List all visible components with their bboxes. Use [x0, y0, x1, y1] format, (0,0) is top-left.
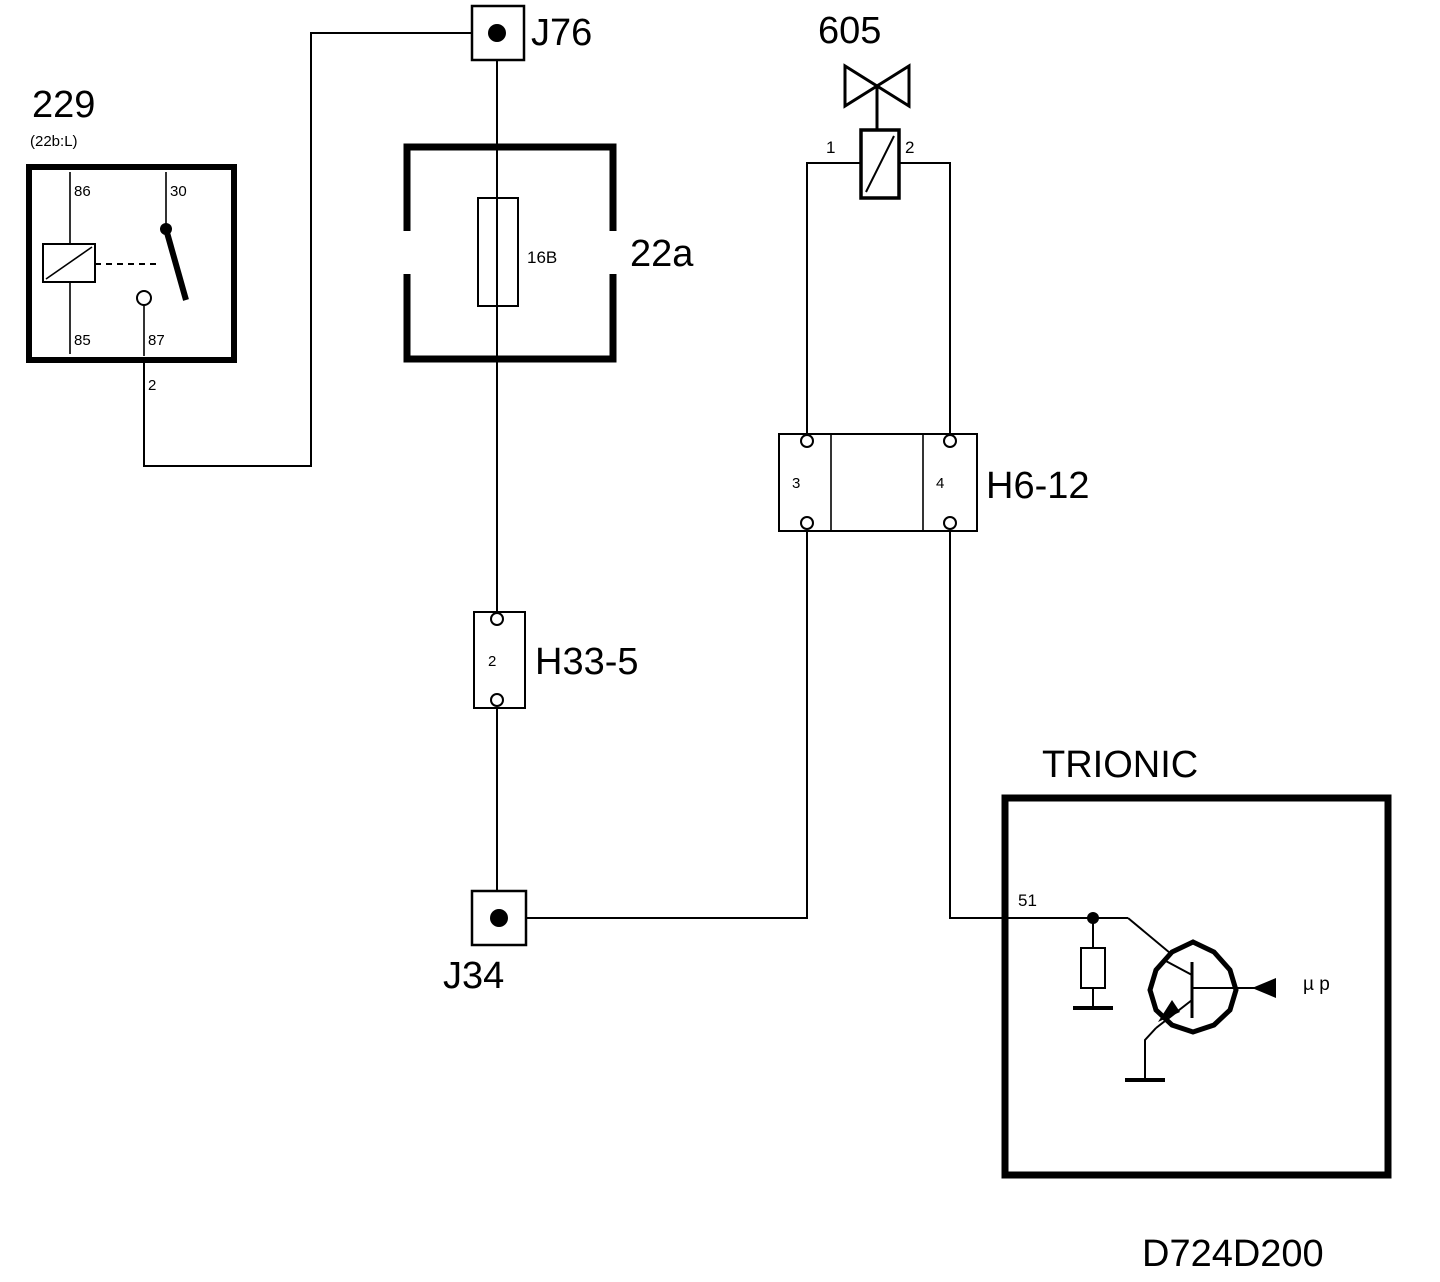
fuse-box-22a: 16B 22a [403, 143, 694, 363]
junction-j76: J76 [470, 4, 592, 62]
relay-contact-87-icon [136, 290, 152, 306]
trionic-emitter-arrow-icon [1158, 1000, 1180, 1022]
relay-pin-86: 86 [74, 183, 91, 200]
valve-605: 605 1 2 [818, 10, 914, 200]
relay-wire-pin-2: 2 [148, 377, 156, 394]
junction-j34-label: J34 [443, 955, 504, 997]
junction-j34: J34 [443, 889, 528, 997]
connector-h6-pin3-label: 3 [792, 475, 800, 492]
connector-h33-pin-bottom-icon [490, 693, 504, 707]
relay-pin-87: 87 [148, 332, 165, 349]
valve-left-triangle-icon [843, 63, 880, 109]
connector-h33-label: H33-5 [535, 641, 639, 683]
trionic-transistor-collector-inner [1163, 959, 1193, 976]
wire-j34-to-h6-pin3 [526, 530, 808, 919]
connector-h33-5: 2 H33-5 [473, 611, 639, 709]
valve-right-triangle-icon [874, 63, 911, 109]
relay-box [26, 164, 237, 363]
drawing-id-label: D724D200 [1142, 1233, 1324, 1275]
connector-h6-outer [778, 433, 978, 532]
fuse-box-22a-label: 22a [630, 233, 694, 275]
relay-pin-30: 30 [170, 183, 187, 200]
trionic-label: TRIONIC [1042, 744, 1198, 786]
valve-pin1-label: 1 [826, 138, 835, 157]
connector-h6-12: 3 4 H6-12 [778, 433, 1090, 532]
wire-valve-pin2-to-h6-pin4 [899, 162, 951, 434]
trionic-input-arrow-icon [1252, 978, 1276, 998]
valve-pin2-label: 2 [905, 138, 914, 157]
trionic-box [1001, 794, 1392, 1179]
relay-pin-85: 85 [74, 332, 91, 349]
valve-605-label: 605 [818, 10, 881, 52]
relay-229: 229 (22b:L) 86 30 85 87 2 [26, 84, 237, 394]
connector-h6-pin4-label: 4 [936, 475, 944, 492]
wire-valve-pin1-to-h6-pin3 [806, 162, 861, 434]
fuse-box-top-edge [403, 143, 617, 231]
fuse-box-bottom-edge [403, 274, 617, 363]
connector-h33-pin-label: 2 [488, 653, 496, 670]
trionic-emitter-wire [1144, 1027, 1157, 1080]
wire-h6-pin4-to-trionic [949, 530, 1093, 919]
connector-h6-label: H6-12 [986, 465, 1090, 507]
connector-h6-pin3-bottom-icon [800, 516, 814, 530]
trionic-ecu: TRIONIC 51 µ p [1001, 744, 1392, 1179]
trionic-pin-51-label: 51 [1018, 891, 1037, 910]
trionic-input-label: µ p [1303, 974, 1330, 995]
relay-coil-slash [45, 246, 93, 280]
junction-j76-label: J76 [531, 12, 592, 54]
connector-h33-pin-top-icon [490, 612, 504, 626]
relay-switch-arm-icon [163, 228, 189, 301]
connector-h33-box [473, 611, 526, 709]
relay-ref-label: (22b:L) [30, 133, 78, 150]
fuse-16b-label: 16B [527, 248, 557, 267]
trionic-resistor-icon [1080, 947, 1106, 989]
junction-j34-dot-icon [490, 909, 508, 927]
connector-h6-pin4-bottom-icon [943, 516, 957, 530]
relay-id-label: 229 [32, 84, 95, 126]
connector-h6-pin3-top-icon [800, 434, 814, 448]
wire-relay-to-j76 [143, 32, 483, 467]
junction-j34-box [470, 889, 528, 947]
junction-j76-dot-icon [488, 24, 506, 42]
valve-solenoid-slash [865, 135, 895, 193]
connector-h6-pin4-top-icon [943, 434, 957, 448]
